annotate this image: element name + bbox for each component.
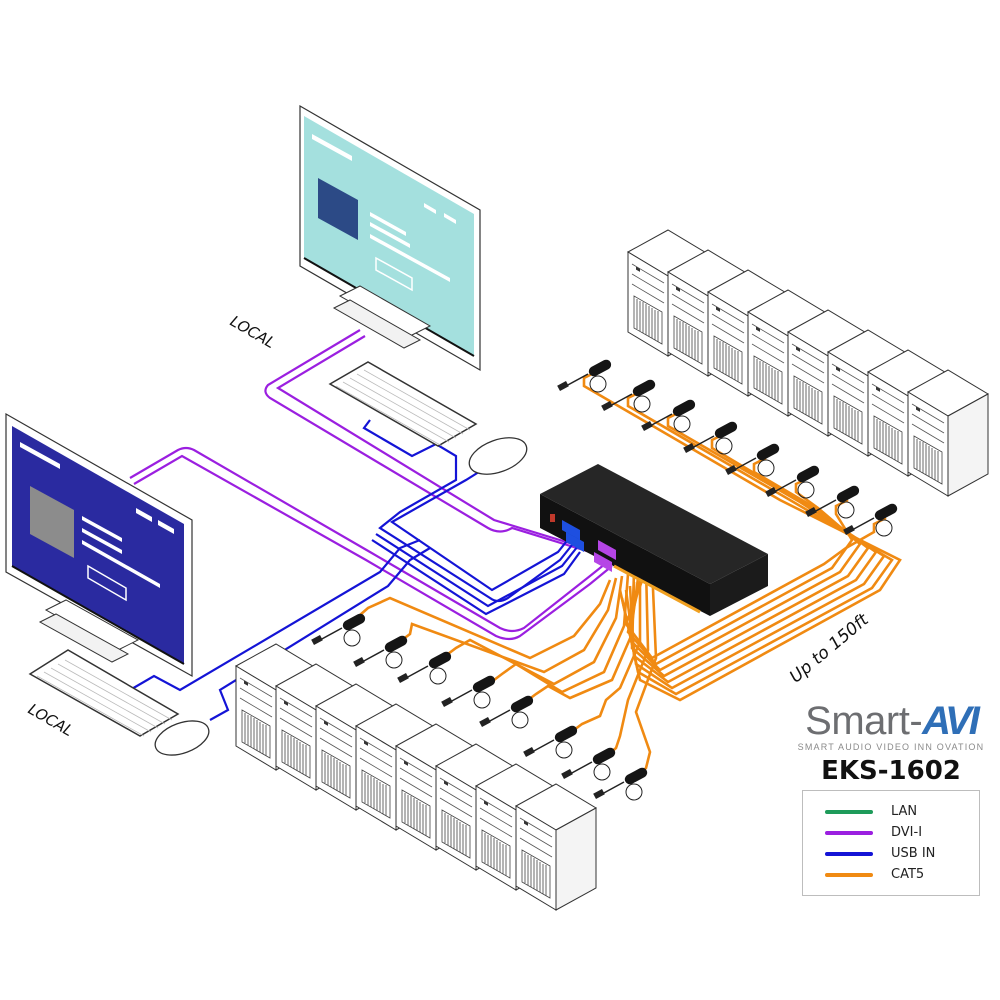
usb-cables — [129, 419, 581, 721]
legend-swatch — [825, 830, 873, 835]
legend-label: USB IN — [891, 846, 936, 861]
local-mouse-left — [154, 720, 210, 756]
legend-item-usb: USB IN — [825, 843, 979, 864]
brand-tagline: SMART AUDIO VIDEO INN OVATION — [797, 742, 985, 752]
model-number: EKS-1602 — [821, 756, 961, 786]
local-keyboard-top — [328, 361, 478, 447]
local-monitor-left — [5, 412, 193, 678]
legend-swatch — [825, 872, 873, 877]
brand-name: Smart-AVI — [805, 699, 980, 743]
screen-image-block — [318, 178, 358, 240]
legend-item-dvi: DVI-I — [825, 822, 979, 843]
cat5-cables — [351, 370, 902, 781]
computers-bottom-row — [235, 643, 597, 911]
power-led — [550, 514, 555, 522]
cable-legend: LAN DVI-I USB IN CAT5 — [802, 790, 980, 896]
computers-top-row — [627, 229, 989, 497]
computer — [515, 783, 597, 911]
legend-item-cat5: CAT5 — [825, 864, 979, 885]
legend-swatch — [825, 809, 873, 814]
dvi-ports — [594, 540, 616, 572]
legend-label: DVI-I — [891, 825, 923, 840]
legend-item-lan: LAN — [825, 801, 979, 822]
local-monitor-top — [299, 104, 481, 372]
legend-label: LAN — [891, 804, 918, 819]
cat5-ports — [613, 564, 701, 614]
screen-image-block — [30, 486, 74, 558]
local-keyboard-left — [28, 649, 180, 737]
legend-label: CAT5 — [891, 867, 925, 882]
computer — [907, 369, 989, 497]
kvm-switch — [540, 464, 768, 616]
brand-mark: AVI — [922, 699, 980, 743]
local-mouse-top — [468, 437, 528, 475]
legend-swatch — [825, 851, 873, 856]
usb-ports — [562, 520, 584, 552]
brand-logo: Smart-AVI SMART AUDIO VIDEO INN OVATION — [786, 700, 996, 752]
